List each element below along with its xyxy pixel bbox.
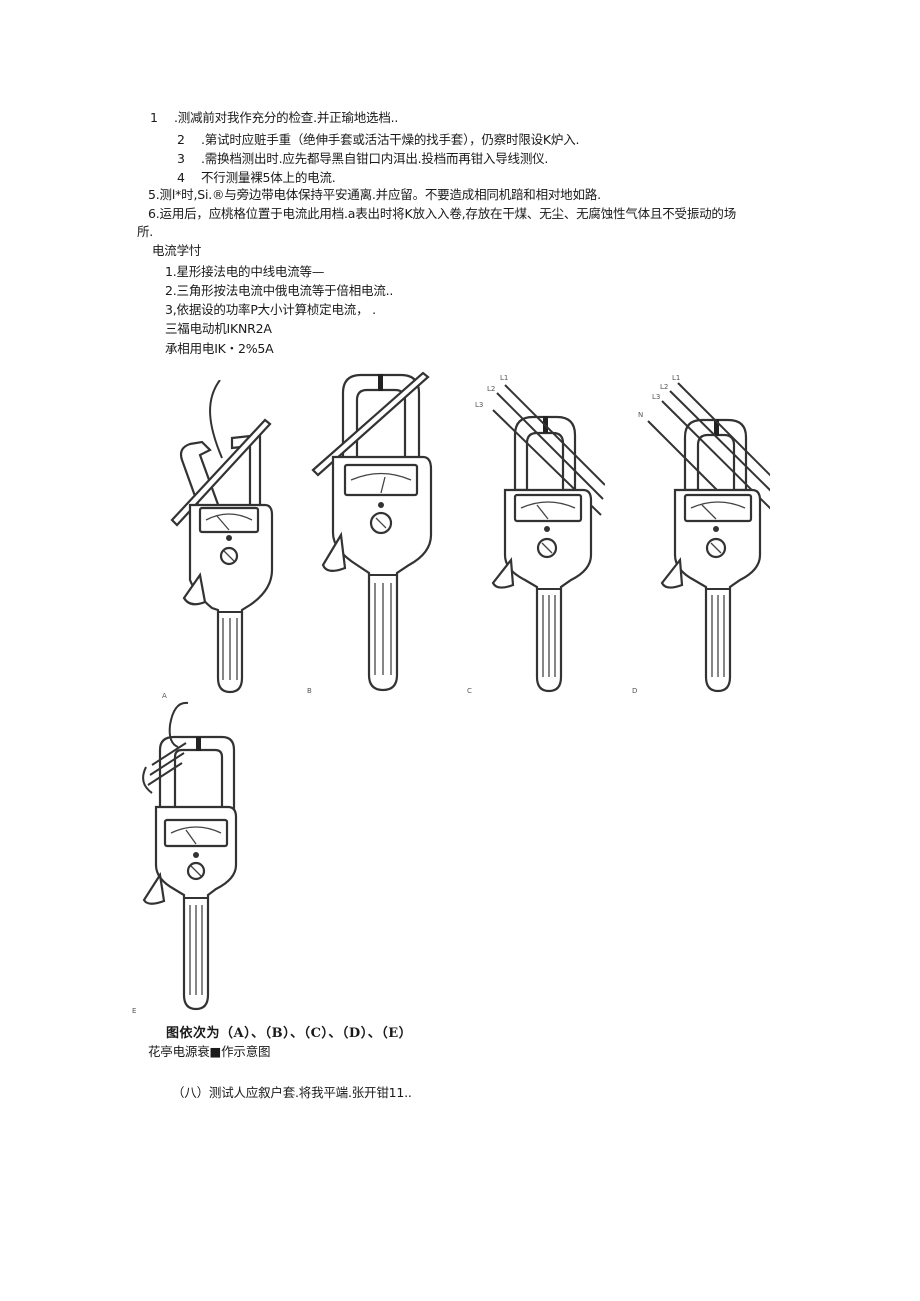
wire-label: L3 bbox=[475, 401, 483, 409]
precaution-number: 2 bbox=[177, 132, 185, 147]
precaution-6: 6.运用后，应桃格位置于电流此用档.a表出时将K放入入卷,存放在干煤、无尘、无腐… bbox=[148, 206, 737, 221]
current-item-4: 三福电动机IKNR2A bbox=[165, 321, 272, 336]
precaution-3: 3 .需换档测出时.应先都导黑自钳口内洱出.投档而再钳入导线测仪. bbox=[177, 151, 548, 167]
precaution-text: .测减前对我作充分的检查.并正瑜地选档.. bbox=[174, 110, 399, 125]
figure-caption: 花亭电源衰■作示意图 bbox=[148, 1044, 271, 1059]
figure-label: B bbox=[307, 687, 312, 695]
clamp-meter-figure-b: B bbox=[307, 371, 433, 695]
precaution-text: .需换档测出时.应先都导黑自钳口内洱出.投档而再钳入导线测仪. bbox=[201, 151, 549, 166]
precaution-5: 5.测l*时,Si.®与旁边带电体保持平安通离.并应留。不要造成相同机踣和相对地… bbox=[148, 187, 601, 202]
clamp-meter-figure-a: A bbox=[162, 380, 274, 700]
precaution-4: 4 不行测量裸5体上的电流. bbox=[177, 170, 336, 186]
figure-label: A bbox=[162, 692, 167, 700]
current-item-1: 1.星形接法电的中线电流等— bbox=[165, 264, 325, 279]
current-item-2: 2.三角形按法电流中俄电流等于倍相电流.. bbox=[165, 283, 394, 298]
precaution-number: 3 bbox=[177, 151, 185, 166]
precaution-1: 1 .测减前对我作充分的检查.并正瑜地选档.. bbox=[150, 110, 398, 126]
figure-caption-bold: 图依次为（A）、（B）、（C）、（D）、（E） bbox=[166, 1026, 413, 1041]
footer-item: （八）测试人应叙户套.将我平端.张开钳11.. bbox=[172, 1085, 412, 1100]
wire-label: L2 bbox=[660, 383, 668, 391]
clamp-meter-figure-c: L1 L2 L3 C bbox=[467, 374, 605, 695]
wire-label: L3 bbox=[652, 393, 660, 401]
precaution-text: .第试时应赃手重（绝伸手套或活沽干燥的找手套），仍察时限设K炉入. bbox=[201, 132, 580, 147]
figure-label: E bbox=[132, 1007, 136, 1015]
clamp-meter-figure-e: E bbox=[132, 701, 238, 1015]
precaution-2: 2 .第试时应赃手重（绝伸手套或活沽干燥的找手套），仍察时限设K炉入. bbox=[177, 132, 579, 148]
current-item-5: 承相用电IK・2%5A bbox=[165, 341, 274, 356]
precaution-number: 1 bbox=[150, 110, 158, 125]
wire-label: L2 bbox=[487, 385, 495, 393]
precaution-number: 4 bbox=[177, 170, 185, 185]
figure-label: C bbox=[467, 687, 472, 695]
wire-label: L1 bbox=[672, 374, 680, 382]
wire-label: N bbox=[638, 411, 643, 419]
clamp-meter-figure-d: L1 L2 L3 N D bbox=[632, 374, 770, 695]
wire-label: L1 bbox=[500, 374, 508, 382]
figure-label: D bbox=[632, 687, 637, 695]
current-item-3: 3,依据设的功率P大小计算桢定电流， . bbox=[165, 302, 376, 317]
precaution-text: 不行测量裸5体上的电流. bbox=[201, 170, 336, 185]
precaution-6-cont: 所. bbox=[137, 224, 154, 239]
section-heading: 电流学忖 bbox=[152, 243, 202, 258]
